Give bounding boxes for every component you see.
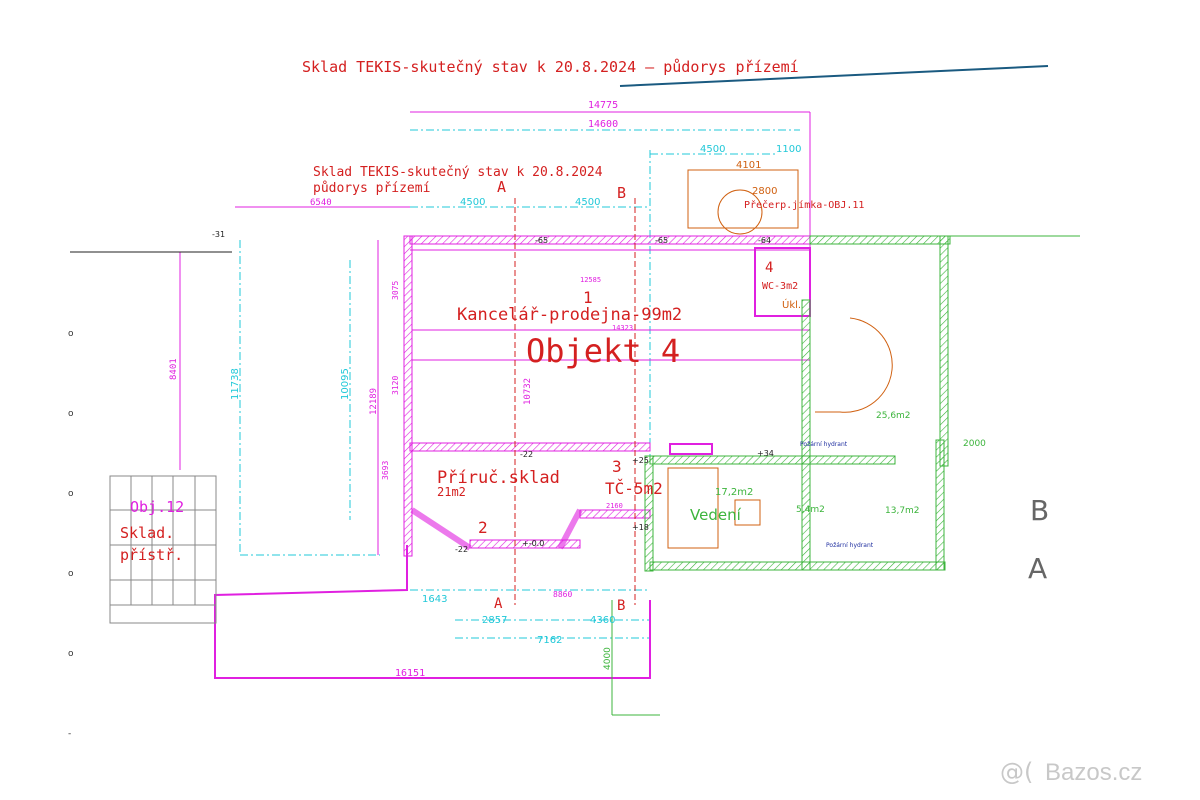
neighbour-walls xyxy=(611,235,1080,716)
inner-title-line2: půdorys přízemí xyxy=(313,181,430,196)
label-d14323: 14323 xyxy=(612,324,633,332)
label-d12189: 12189 xyxy=(369,388,379,415)
label-d1100: 1100 xyxy=(776,144,801,155)
label-d10095: 10095 xyxy=(340,368,351,400)
label-d8401: 8401 xyxy=(169,358,179,380)
storage-area: 21m2 xyxy=(437,485,466,499)
area-5-4: 5,4m2 xyxy=(796,505,825,515)
label-d12585: 12585 xyxy=(580,276,601,284)
section-a-top: A xyxy=(497,178,506,196)
dimension-lines xyxy=(179,111,810,639)
building-label: Objekt 4 xyxy=(526,332,680,370)
label-d3693: 3693 xyxy=(381,461,390,480)
obj12-line3: přístř. xyxy=(120,546,183,564)
furniture xyxy=(667,169,893,549)
label-l4: -22 xyxy=(520,450,533,459)
svg-text:o: o xyxy=(68,409,74,419)
vedeni-area: 17,2m2 xyxy=(715,487,753,498)
room2-number: 2 xyxy=(478,518,488,537)
left-markers: o o o o o - xyxy=(68,329,74,739)
label-l8: +25 xyxy=(632,456,649,465)
drawing-title: Sklad TEKIS-skutečný stav k 20.8.2024 – … xyxy=(302,58,799,76)
label-d8860: 8860 xyxy=(553,590,572,599)
label-d2160: 2160 xyxy=(606,502,623,510)
svg-text:o: o xyxy=(68,489,74,499)
obj12-grid xyxy=(109,475,217,624)
pump-label: Přečerp.jímka-OBJ.11 xyxy=(744,199,864,211)
label-d14775: 14775 xyxy=(588,100,618,111)
area-25-6: 25,6m2 xyxy=(876,411,911,421)
watermark-logo: @( xyxy=(1000,758,1033,786)
label-d11738: 11738 xyxy=(230,368,241,400)
label-l3: -64 xyxy=(758,236,771,245)
watermark: Bazos.cz xyxy=(1045,759,1142,786)
room1-number: 1 xyxy=(583,288,593,307)
cleaning-room: Úkl. xyxy=(782,298,801,311)
label-d2000: 2000 xyxy=(963,439,986,449)
label-l7: +18 xyxy=(632,523,649,532)
section-b-bottom: B xyxy=(617,598,625,614)
label-d1643: 1643 xyxy=(422,594,447,605)
boundary-16151 xyxy=(214,545,651,679)
room1-name: Kancelář-prodejna-99m2 xyxy=(457,305,682,325)
inner-title-line1: Sklad TEKIS-skutečný stav k 20.8.2024 xyxy=(313,165,603,180)
hydrant-label-2: Požární hydrant xyxy=(826,542,874,549)
label-d14600: 14600 xyxy=(588,119,618,130)
label-l6: +-0.0 xyxy=(522,539,544,548)
label-d6540: 6540 xyxy=(310,198,332,208)
section-line-a xyxy=(514,198,636,605)
svg-text:o: o xyxy=(68,569,74,579)
room3-name: TČ-5m2 xyxy=(605,479,663,498)
label-d2857: 2857 xyxy=(482,615,507,626)
label-d3075: 3075 xyxy=(391,281,400,300)
label-d4360: 4360 xyxy=(590,615,615,626)
label-d3120: 3120 xyxy=(391,376,400,395)
hydrant-label-1: Požární hydrant xyxy=(800,441,848,448)
svg-text:-: - xyxy=(68,729,71,739)
label-d4000: 4000 xyxy=(603,647,613,670)
label-d16151: 16151 xyxy=(395,668,425,679)
label-l2: -65 xyxy=(655,236,668,245)
room4-name: WC-3m2 xyxy=(762,281,798,292)
label-d10732: 10732 xyxy=(523,378,533,405)
label-l5: -22 xyxy=(455,545,468,554)
label-d4500r: 4500 xyxy=(700,144,725,155)
section-a-big: A xyxy=(1028,552,1047,585)
room3-number: 3 xyxy=(612,457,622,476)
levels: -65 -65 -64 -22 -22 +-0.0 +18 +25 +34 -3… xyxy=(212,230,774,554)
object-4-walls xyxy=(403,112,811,557)
area-13-7: 13,7m2 xyxy=(885,506,920,516)
vedeni-label: Vedení xyxy=(690,506,742,524)
label-d4500a: 4500 xyxy=(460,197,485,208)
room4-number: 4 xyxy=(765,260,773,276)
section-b-big: B xyxy=(1030,494,1049,527)
label-d2800: 2800 xyxy=(752,186,777,197)
label-d4500b: 4500 xyxy=(575,197,600,208)
obj12-label: Obj.12 xyxy=(130,498,184,516)
section-a-bottom: A xyxy=(494,596,503,612)
storage-name: Příruč.sklad xyxy=(437,468,560,488)
label-l10: -31 xyxy=(212,230,225,239)
label-d4101: 4101 xyxy=(736,160,761,171)
top-line xyxy=(619,65,1049,87)
svg-text:o: o xyxy=(68,329,74,339)
dimensions: 14775 14600 4500 1100 4101 2800 4500 450… xyxy=(169,100,986,679)
label-l1: -65 xyxy=(535,236,548,245)
label-l9: +34 xyxy=(757,449,774,458)
svg-text:o: o xyxy=(68,649,74,659)
section-b-top: B xyxy=(617,184,626,202)
obj12-line2: Sklad. xyxy=(120,524,174,542)
label-d7162: 7162 xyxy=(537,635,562,646)
